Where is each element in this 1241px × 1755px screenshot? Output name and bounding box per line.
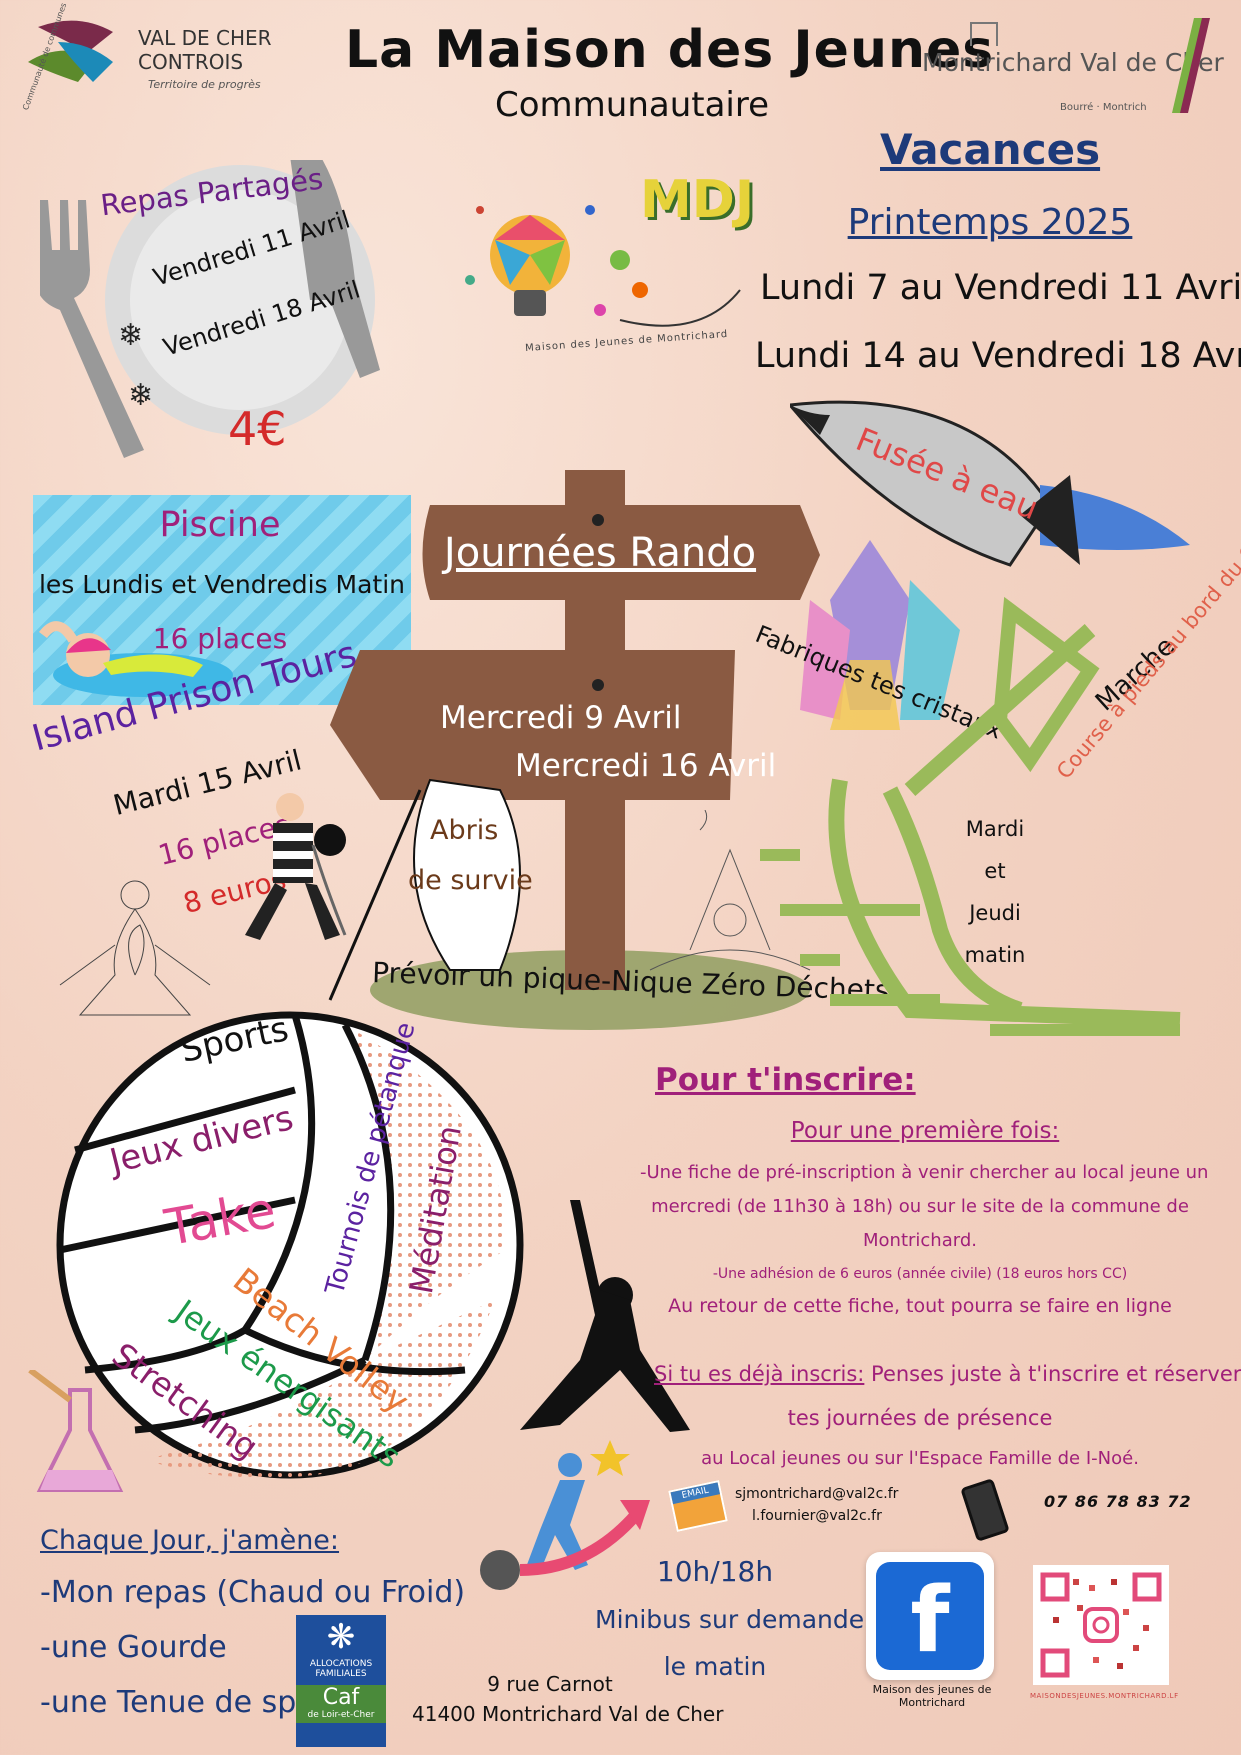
email-badge-icon: EMAIL bbox=[668, 1480, 728, 1532]
snowflake-icon-2: ❄ bbox=[128, 378, 154, 413]
marche-day-2: et bbox=[984, 859, 1006, 883]
page-subtitle: Communautaire bbox=[495, 85, 770, 125]
piscine-panel bbox=[33, 495, 411, 705]
plate-illustration bbox=[34, 120, 400, 460]
success-climber-icon bbox=[480, 1440, 650, 1590]
caf-line4: de Loir-et-Cher bbox=[296, 1710, 386, 1723]
logo-montrichard: Montrichard Val de Cher Bourré · Montric… bbox=[920, 18, 1230, 118]
rocket-icon bbox=[790, 400, 1190, 567]
val-de-cher-name: VAL DE CHER CONTROIS bbox=[138, 26, 272, 74]
flask-icon bbox=[28, 1370, 124, 1492]
contact-email1[interactable]: sjmontrichard@val2c.fr bbox=[735, 1486, 899, 1502]
contact-address2: 41400 Montrichard Val de Cher bbox=[412, 1702, 724, 1726]
qr-caption: MAISONDESJEUNES.MONTRICHARD.LF bbox=[1030, 1692, 1179, 1700]
chaque-title: Chaque Jour, j'amène: bbox=[40, 1525, 340, 1556]
crystals-icon bbox=[800, 540, 960, 730]
piscine-places: 16 places bbox=[152, 622, 288, 655]
caf-figures-icon: ❋ bbox=[326, 1617, 356, 1657]
contact-address1: 9 rue Carnot bbox=[487, 1672, 613, 1696]
val-de-cher-tagline: Territoire de progrès bbox=[148, 78, 261, 91]
inscription-already-text: Penses juste à t'inscrire et réserver bbox=[871, 1362, 1241, 1386]
chaque-item3: -une Tenue de sport bbox=[40, 1685, 339, 1720]
inscription-line4: -Une adhésion de 6 euros (année civile) … bbox=[712, 1266, 1128, 1282]
axe-icon bbox=[328, 778, 521, 1001]
abris-line1: Abris bbox=[430, 815, 499, 846]
montrichard-stripes-icon bbox=[1172, 18, 1210, 113]
inscription-title: Pour t'inscrire: bbox=[655, 1062, 916, 1098]
inscription-already-line2: tes journées de présence bbox=[787, 1406, 1053, 1430]
inscription-already-label: Si tu es déjà inscris: bbox=[654, 1362, 865, 1386]
val-de-cher-logo-icon bbox=[28, 20, 113, 82]
marche-days: Mardi et Jeudi matin bbox=[960, 808, 1030, 976]
caf-line1: ALLOCATIONS bbox=[309, 1659, 373, 1669]
rando-date2: Mercredi 16 Avril bbox=[515, 748, 777, 784]
vacances-season: Printemps 2025 bbox=[847, 202, 1133, 243]
meditation-figure-icon bbox=[59, 880, 211, 1016]
mdj-letters: MDJ bbox=[640, 170, 755, 230]
caf-logo: ❋ ALLOCATIONS FAMILIALES Caf de Loir-et-… bbox=[296, 1615, 386, 1747]
montrichard-small: Bourré · Montrich bbox=[1060, 102, 1147, 113]
rando-date1: Mercredi 9 Avril bbox=[440, 700, 682, 736]
contact-minibus1: Minibus sur demande bbox=[595, 1605, 865, 1634]
marche-day-3: Jeudi bbox=[969, 901, 1021, 925]
rando-title: Journées Rando bbox=[443, 530, 757, 576]
piscine-days: les Lundis et Vendredis Matin bbox=[38, 570, 406, 599]
campfire-sketch-icon bbox=[649, 810, 811, 971]
signpost-icon bbox=[330, 470, 820, 1030]
yoga-silhouette-icon bbox=[520, 1200, 690, 1432]
montrichard-name: Montrichard Val de Cher bbox=[922, 48, 1224, 77]
abris-line2: de survie bbox=[408, 865, 533, 896]
prisoner-icon bbox=[245, 793, 347, 940]
swimmer-icon bbox=[39, 621, 233, 697]
email-badge-text: EMAIL bbox=[670, 1482, 721, 1505]
contact-hours: 10h/18h bbox=[656, 1555, 774, 1588]
marche-day-1: Mardi bbox=[965, 817, 1025, 841]
mdj-logo: MDJ Maison des Jeunes de Montrichard bbox=[440, 170, 770, 380]
page-title: La Maison des Jeunes bbox=[345, 20, 995, 80]
vacances-label: Vacances bbox=[880, 125, 1101, 174]
chaque-item1: -Mon repas (Chaud ou Froid) bbox=[40, 1575, 466, 1610]
vacances-week2: Lundi 14 au Vendredi 18 Avril bbox=[755, 336, 1241, 376]
plate-fork-knife-icon bbox=[34, 120, 380, 458]
inscription-line3: Montrichard. bbox=[863, 1230, 977, 1251]
facebook-caption: Maison des jeunes de Montrichard bbox=[872, 1683, 992, 1709]
volleyball-icon bbox=[56, 1011, 524, 1479]
snowflake-icon: ❄ bbox=[118, 318, 144, 353]
inscription-first-title: Pour une première fois: bbox=[790, 1118, 1060, 1144]
phone-icon bbox=[960, 1478, 1010, 1542]
inscription-line2: mercredi (de 11h30 à 18h) ou sur le site… bbox=[651, 1196, 1189, 1217]
marche-day-4: matin bbox=[964, 943, 1026, 967]
running-shoe-icon bbox=[760, 596, 1181, 1036]
inscription-line1: -Une fiche de pré-inscription à venir ch… bbox=[640, 1162, 1209, 1183]
caf-line2: FAMILIALES bbox=[315, 1669, 367, 1679]
inscription-line5: Au retour de cette fiche, tout pourra se… bbox=[668, 1295, 1172, 1317]
qr-code[interactable] bbox=[1033, 1565, 1169, 1685]
lightbulb-icon bbox=[465, 205, 741, 327]
vacances-week1: Lundi 7 au Vendredi 11 Avril bbox=[760, 268, 1241, 308]
inscription-already-line3: au Local jeunes ou sur l'Espace Famille … bbox=[701, 1448, 1139, 1469]
contact-minibus2: le matin bbox=[663, 1652, 767, 1681]
caf-line3: Caf bbox=[296, 1685, 386, 1710]
qr-code-icon bbox=[1040, 1572, 1162, 1678]
contact-email2[interactable]: l.fournier@val2c.fr bbox=[752, 1508, 882, 1524]
chaque-item2: -une Gourde bbox=[40, 1630, 227, 1665]
facebook-icon: f bbox=[876, 1562, 984, 1673]
contact-phone[interactable]: 07 86 78 83 72 bbox=[1044, 1492, 1192, 1511]
logo-val-de-cher: VAL DE CHER CONTROIS Territoire de progr… bbox=[18, 2, 288, 112]
inscription-already: Si tu es déjà inscris: Penses juste à t'… bbox=[654, 1362, 1241, 1386]
repas-price: 4€ bbox=[228, 402, 287, 456]
piscine-title: Piscine bbox=[159, 505, 281, 545]
facebook-link[interactable]: f bbox=[866, 1552, 994, 1680]
montrichard-tower-icon bbox=[970, 22, 998, 46]
